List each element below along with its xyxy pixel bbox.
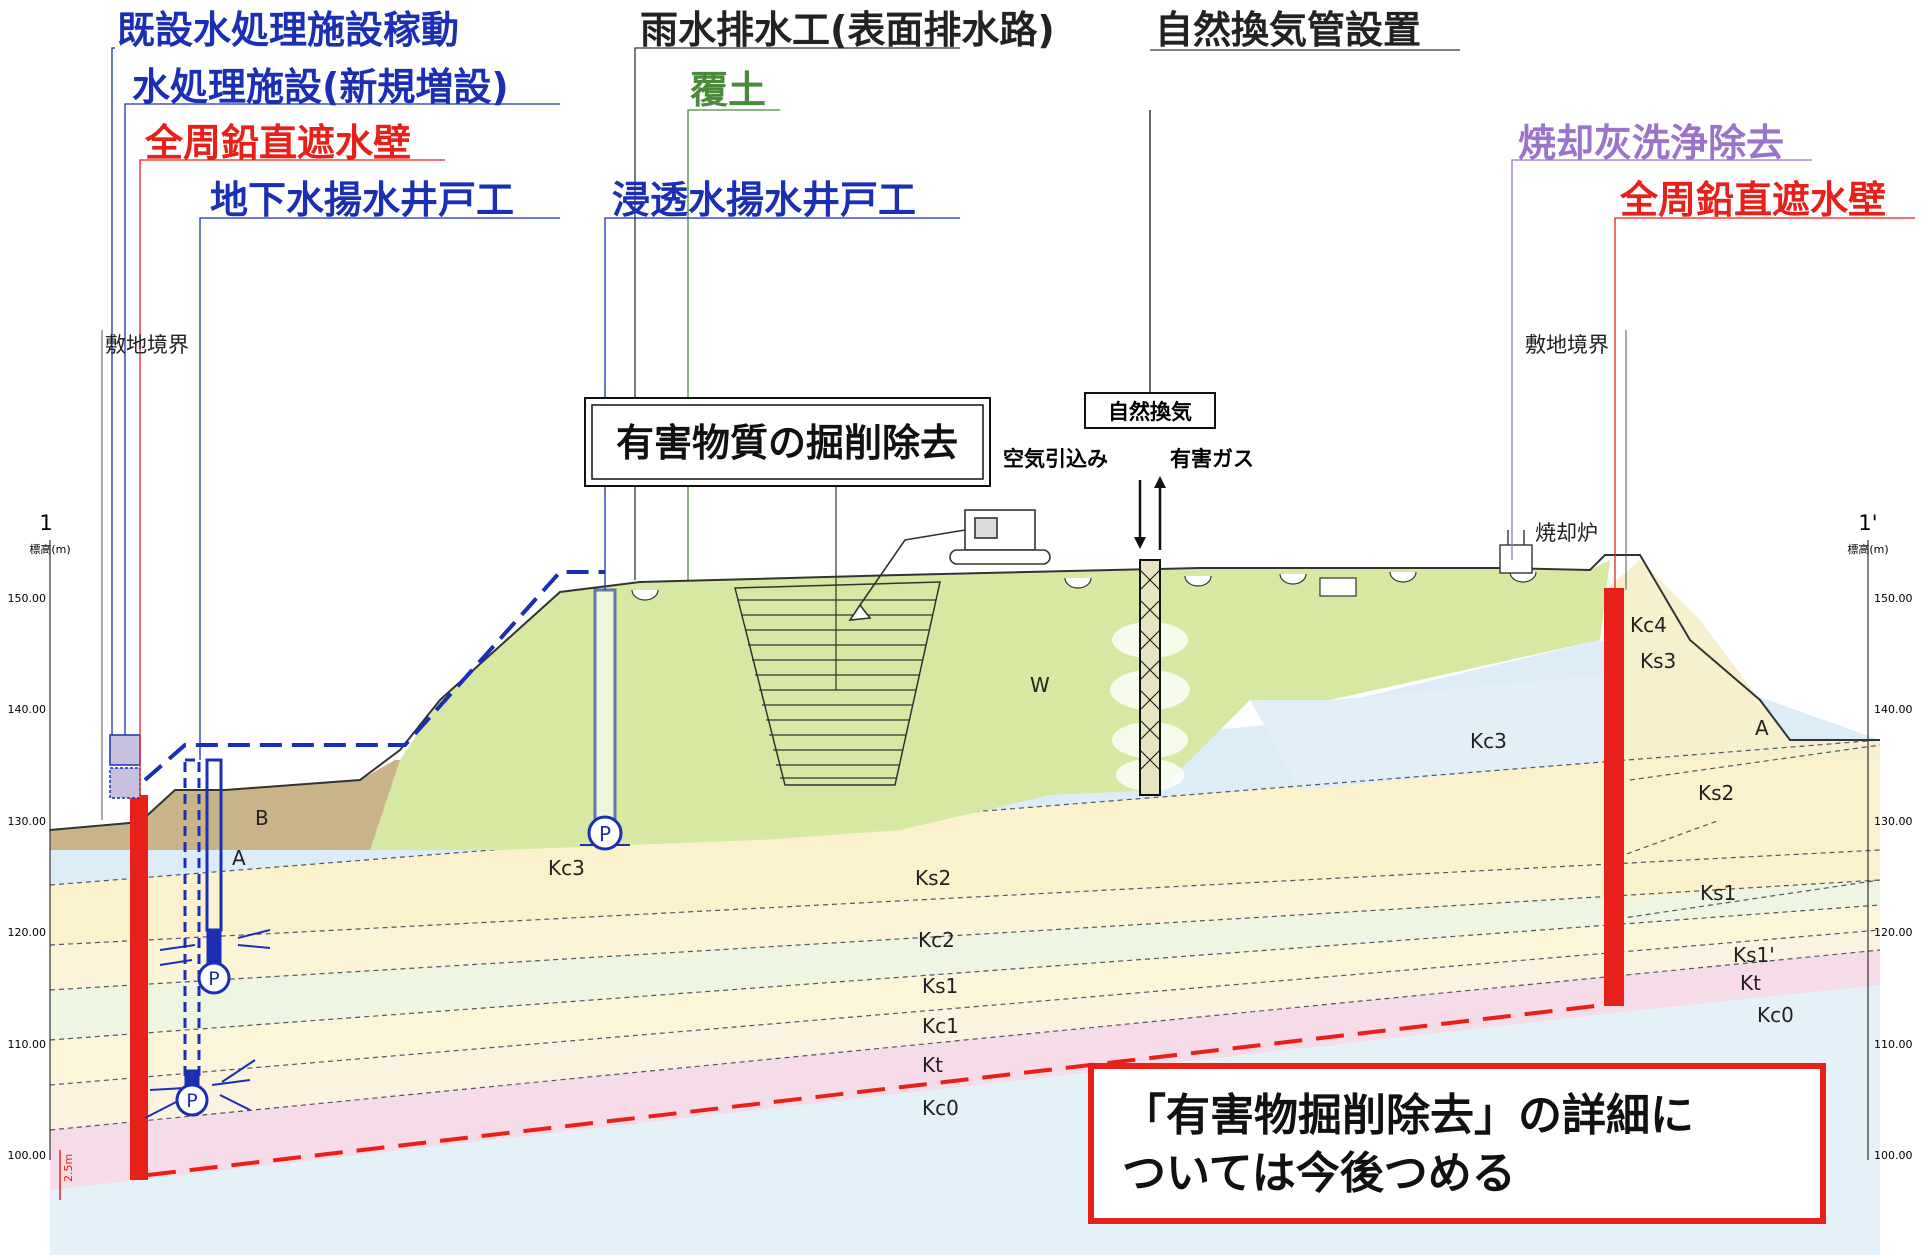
layer-label-kt-right: Kt	[1740, 971, 1761, 995]
pump-seepage: P	[587, 815, 623, 851]
elevation-unit-right: 標高(m)	[1847, 542, 1888, 556]
tick-140: 140.00	[8, 703, 47, 716]
tick-140-right: 140.00	[1874, 703, 1913, 716]
layer-kc4	[1605, 560, 1880, 760]
layer-label-ks2-right: Ks2	[1698, 781, 1734, 805]
tick-120: 120.00	[8, 926, 47, 939]
cutoff-wall-left	[130, 795, 148, 1180]
natural-vent-box	[1084, 392, 1216, 429]
label-cover-soil: 覆土	[690, 68, 766, 112]
ground-surface	[49, 554, 1880, 831]
label-cutoff-wall-right: 全周鉛直遮水壁	[1619, 178, 1886, 222]
excavator-icon	[848, 509, 1051, 621]
layer-ks1	[50, 880, 1880, 1040]
tick-150: 150.00	[8, 592, 47, 605]
top-labels: 既設水処理施設稼動 水処理施設(新規増設) 全周鉛直遮水壁 地下水揚水井戸工 雨…	[105, 8, 1886, 357]
label-boundary-right: 敷地境界	[1525, 333, 1609, 357]
layer-ks2-right	[1600, 775, 1880, 900]
layer-kc2	[50, 850, 1880, 990]
toxic-gas-label: 有害ガス	[1170, 447, 1254, 471]
layer-label-ks1: Ks1	[922, 974, 958, 998]
layer-label-a-left: A	[232, 846, 246, 870]
layer-label-kc3-left: Kc3	[548, 856, 585, 880]
tick-110: 110.00	[8, 1038, 47, 1051]
layer-label-ks2: Ks2	[915, 866, 951, 890]
note-box: 「有害物掘削除去」の詳細に ついては今後つめる	[1088, 1063, 1826, 1224]
label-ventilation-pipe: 自然換気管設置	[1155, 8, 1421, 52]
label-seepage-well: 浸透水揚水井戸工	[612, 178, 916, 222]
elevation-axis-left: 1 標高(m) 150.00 140.00 130.00 120.00 110.…	[8, 511, 71, 1162]
layer-kc1	[50, 905, 1880, 1085]
layer-label-kc1: Kc1	[922, 1014, 959, 1038]
layer-label-kt: Kt	[922, 1053, 943, 1077]
layer-label-kc2: Kc2	[918, 928, 955, 952]
label-existing-treatment: 既設水処理施設稼動	[117, 8, 459, 52]
layer-b-soil	[50, 760, 405, 850]
incinerator-icon: 焼却炉	[1499, 521, 1598, 574]
air-intake-label: 空気引込み	[1003, 447, 1108, 471]
note-line-1: 「有害物掘削除去」の詳細に	[1122, 1090, 1694, 1141]
pump-label-lower: P	[186, 1090, 197, 1112]
pump-upper: P	[197, 961, 231, 995]
label-new-treatment: 水処理施設(新規増設)	[132, 65, 509, 109]
ventilation-pipe: 自然換気 空気引込み 有害ガス	[1003, 110, 1254, 796]
tick-100: 100.00	[8, 1149, 47, 1162]
section-label-left: 1	[39, 511, 52, 535]
label-ash-washing: 焼却灰洗浄除去	[1518, 121, 1784, 165]
layer-kc3-upper	[1250, 675, 1610, 790]
excavation-title: 有害物質の掘削除去	[584, 397, 991, 487]
layer-kc0	[50, 950, 1880, 1190]
layer-label-ks3: Ks3	[1640, 649, 1676, 673]
layer-ks2	[50, 740, 1880, 945]
tick-130: 130.00	[8, 815, 47, 828]
layer-kt	[50, 930, 1880, 1130]
natural-vent-label: 自然換気	[1108, 400, 1192, 424]
elevation-unit-left: 標高(m)	[29, 542, 70, 556]
treatment-facility-icon	[109, 734, 141, 799]
section-label-right: 1'	[1858, 511, 1877, 535]
layer-labels: W B A Kc3 Ks2 Kc2 Ks1 Kc1 Kt Kc0 Kc3 Kc4…	[232, 613, 1794, 1120]
cutoff-base-dashed	[147, 1003, 1605, 1177]
note-line-2: ついては今後つめる	[1122, 1148, 1516, 1199]
layer-label-ks1-right: Ks1	[1700, 881, 1736, 905]
cutoff-wall-right	[1604, 588, 1624, 1006]
pump-label-upper: P	[208, 968, 219, 990]
tick-100-right: 100.00	[1874, 1149, 1913, 1162]
layer-label-kc0-right: Kc0	[1757, 1003, 1794, 1027]
tick-120-right: 120.00	[1874, 926, 1913, 939]
layer-label-w: W	[1030, 673, 1050, 697]
drain-channels	[631, 571, 1537, 601]
label-boundary-left: 敷地境界	[105, 333, 189, 357]
tick-150-right: 150.00	[1874, 592, 1913, 605]
tick-130-right: 130.00	[1874, 815, 1913, 828]
layer-w-waste	[370, 560, 1610, 850]
label-cutoff-wall-left: 全周鉛直遮水壁	[144, 121, 411, 165]
pump-lower: P	[175, 1083, 209, 1117]
layer-label-a-right: A	[1755, 716, 1769, 740]
layer-label-ks1p: Ks1'	[1733, 943, 1775, 967]
label-groundwater-well: 地下水揚水井戸工	[210, 178, 514, 222]
layer-label-kc3-right: Kc3	[1470, 729, 1507, 753]
label-excavation: 有害物質の掘削除去	[616, 421, 958, 465]
incinerator-label: 焼却炉	[1535, 521, 1598, 545]
layer-label-kc0: Kc0	[922, 1096, 959, 1120]
elevation-axis-right: 1' 標高(m) 150.00 140.00 130.00 120.00 110…	[1847, 511, 1912, 1162]
excavation-zone	[734, 475, 941, 786]
layer-label-b: B	[255, 806, 269, 830]
tick-110-right: 110.00	[1874, 1038, 1913, 1051]
pump-label: P	[599, 822, 611, 846]
layer-label-kc4: Kc4	[1630, 613, 1667, 637]
dim-2-5m: 2.5m	[62, 1154, 75, 1182]
label-rain-drain: 雨水排水工(表面排水路)	[640, 8, 1055, 52]
cutoff-walls: 2.5m	[59, 588, 1624, 1200]
